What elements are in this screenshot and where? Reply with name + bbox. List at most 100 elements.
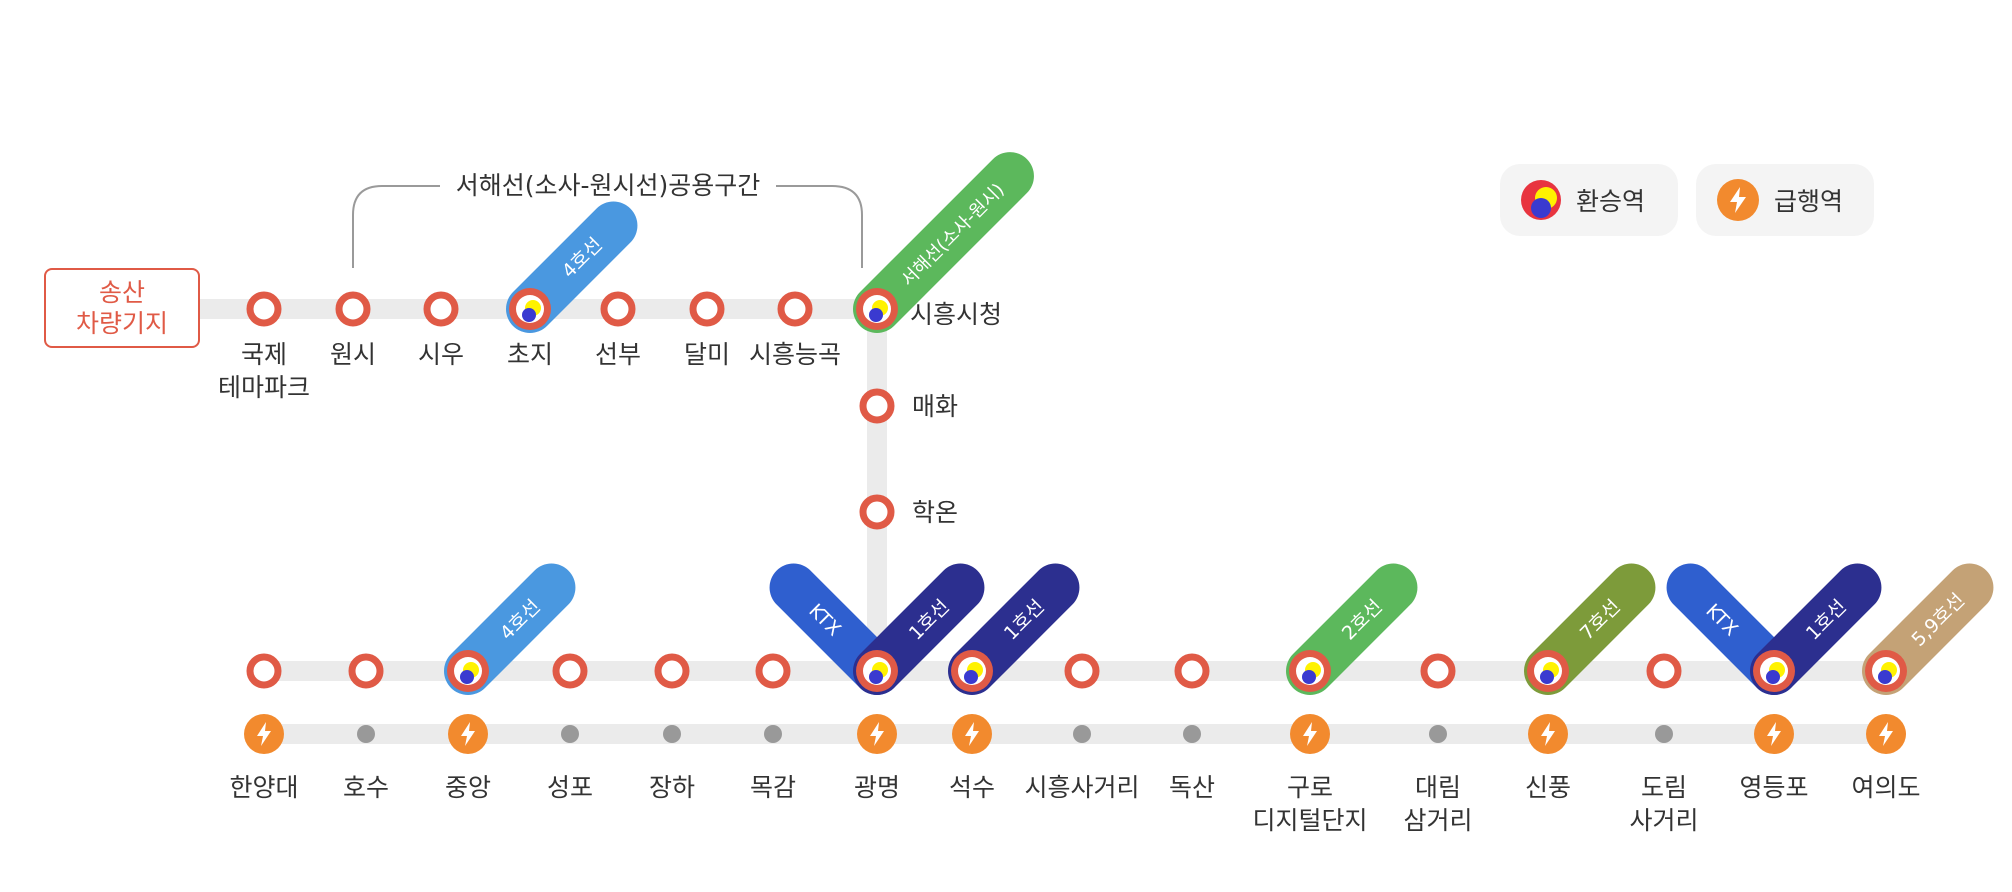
station-label-line: 호수 — [343, 773, 389, 802]
station-label-line: 목감 — [750, 773, 796, 802]
top-station-label: 초지 — [507, 340, 553, 369]
lightning-icon — [257, 722, 271, 746]
bracket-right — [776, 185, 863, 268]
top-station-label: 원시 — [330, 340, 376, 369]
transfer-station-icon — [1289, 650, 1331, 692]
local-stop-dot — [1429, 725, 1447, 743]
station-label-line: 장하 — [649, 773, 695, 802]
station-label-line: 테마파크 — [218, 373, 310, 402]
junction-label: 시흥시청 — [910, 300, 1002, 329]
taegeuk-blue — [1302, 670, 1316, 684]
station-marker — [755, 653, 791, 689]
depot-label-2: 차량기지 — [75, 309, 168, 338]
express-stop-icon — [1866, 714, 1906, 754]
station-marker — [552, 653, 588, 689]
station-marker — [246, 291, 282, 327]
express-stop-icon — [1754, 714, 1794, 754]
taegeuk-blue — [964, 670, 978, 684]
vertical-station-label: 매화 — [912, 392, 958, 421]
taegeuk-blue — [869, 308, 883, 322]
station-label-line: 시우 — [418, 340, 464, 369]
station-marker — [1646, 653, 1682, 689]
bottom-station-label: 석수 — [949, 773, 995, 802]
taegeuk-blue — [869, 670, 883, 684]
transfer-icon — [1521, 180, 1561, 220]
top-station-label: 달미 — [684, 340, 730, 369]
local-stop-dot — [1183, 725, 1201, 743]
lightning-icon — [1767, 722, 1781, 746]
station-label-line: 독산 — [1169, 773, 1215, 802]
bottom-station-label: 중앙 — [445, 773, 491, 802]
express-stop-icon — [244, 714, 284, 754]
station-label-line: 시흥능곡 — [749, 340, 841, 369]
lightning-icon — [870, 722, 884, 746]
transfer-station-icon — [509, 288, 551, 330]
transfer-station-icon — [856, 288, 898, 330]
bottom-station-label: 한양대 — [229, 773, 298, 802]
station-marker — [246, 653, 282, 689]
line-badge-label: 서해선(소사-원시) — [897, 179, 1008, 290]
station-label-line: 중앙 — [445, 773, 491, 802]
legend-express-label: 급행역 — [1774, 187, 1844, 216]
station-marker — [859, 388, 895, 424]
top-station-label: 시흥능곡 — [749, 340, 841, 369]
express-stop-icon — [1528, 714, 1568, 754]
station-label-line: 디지털단지 — [1252, 806, 1367, 835]
local-stop-dot — [764, 725, 782, 743]
lightning-icon — [1541, 722, 1555, 746]
local-stop-dot — [561, 725, 579, 743]
depot-label-1: 송산 — [98, 278, 145, 307]
transfer-station-icon — [447, 650, 489, 692]
express-stop-icon — [448, 714, 488, 754]
transfer-station-icon — [951, 650, 993, 692]
station-marker — [859, 494, 895, 530]
taegeuk-blue — [1540, 670, 1554, 684]
station-marker — [335, 291, 371, 327]
bottom-station-label: 장하 — [649, 773, 695, 802]
station-label-line: 광명 — [854, 773, 900, 802]
station-label-line: 여의도 — [1851, 773, 1920, 802]
bottom-station-label: 광명 — [854, 773, 900, 802]
station-label-line: 성포 — [547, 773, 593, 802]
express-stop-icon — [952, 714, 992, 754]
station-marker — [600, 291, 636, 327]
lightning-icon — [1879, 722, 1893, 746]
bottom-station-label: 시흥사거리 — [1024, 773, 1139, 802]
lightning-icon — [1303, 722, 1317, 746]
line-badge-text-group: 서해선(소사-원시) — [897, 179, 1008, 290]
station-marker — [1064, 653, 1100, 689]
express-stop-icon — [857, 714, 897, 754]
bottom-station-label: 독산 — [1169, 773, 1215, 802]
bottom-station-label: 신풍 — [1525, 773, 1571, 802]
transfer-station-icon — [1753, 650, 1795, 692]
line-badge-bar — [853, 152, 1034, 333]
station-label-line: 석수 — [949, 773, 995, 802]
bottom-station-label: 여의도 — [1851, 773, 1920, 802]
taegeuk-blue — [1766, 670, 1780, 684]
transfer-station-icon — [1865, 650, 1907, 692]
station-label-line: 시흥시청 — [910, 300, 1002, 329]
legend-transfer: 환승역 — [1500, 164, 1678, 236]
station-label-line: 한양대 — [229, 773, 298, 802]
station-marker — [777, 291, 813, 327]
depot-box: 송산 차량기지 — [44, 268, 200, 348]
station-label-line: 학온 — [912, 498, 958, 527]
station-label-line: 국제 — [241, 340, 287, 369]
vertical-station-label: 학온 — [912, 498, 958, 527]
bottom-station-label: 성포 — [547, 773, 593, 802]
bottom-station-label: 호수 — [343, 773, 389, 802]
station-marker — [689, 291, 725, 327]
bracket-label: 서해선(소사-원시선)공용구간 — [456, 171, 761, 200]
station-marker — [348, 653, 384, 689]
top-station-label: 시우 — [418, 340, 464, 369]
transfer-station-icon — [856, 650, 898, 692]
lightning-icon — [965, 722, 979, 746]
station-label-line: 초지 — [507, 340, 553, 369]
local-stop-dot — [1655, 725, 1673, 743]
station-marker — [1420, 653, 1456, 689]
legend-transfer-label: 환승역 — [1576, 187, 1646, 216]
local-stop-dot — [1073, 725, 1091, 743]
